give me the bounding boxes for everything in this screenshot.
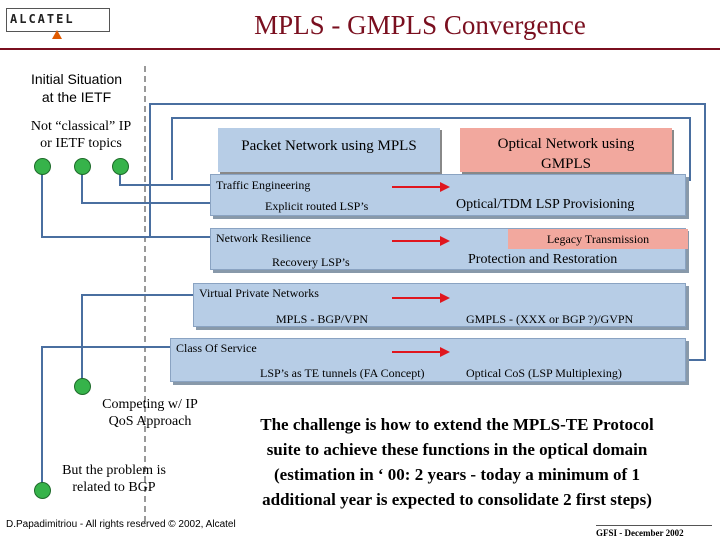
title-divider [0,48,720,50]
recovery-lsp-label: Recovery LSP’s [272,255,350,269]
gmpls-gvpn-label: GMPLS - (XXX or BGP ?)/GVPN [466,312,634,326]
competing-line-1: Competing w/ IP [102,397,198,412]
event-footer: GFSI - December 2002 [596,528,684,538]
challenge-line-3: (estimation in ‘ 00: 2 years - today a m… [274,465,640,484]
arrow-shaft-3 [392,297,442,299]
node-line-2 [81,168,210,204]
challenge-line-1: The challenge is how to extend the MPLS-… [260,415,654,434]
class-of-service-heading: Class Of Service [176,341,257,355]
arrow-shaft-4 [392,351,442,353]
node-circle-icon [74,158,91,175]
bgp-problem-label: But the problem is related to BGP [44,462,184,496]
node-line-4 [81,294,193,380]
lsp-te-tunnels-label: LSP’s as TE tunnels (FA Concept) [260,366,425,380]
arrow-right-icon [440,236,450,246]
initial-situation-label: Initial Situation at the IETF [14,70,139,106]
node-circle-icon [112,158,129,175]
arrow-right-icon [440,293,450,303]
legacy-transmission-box: Legacy Transmission [508,229,688,249]
node-line-3 [119,168,210,186]
protection-restoration-label: Protection and Restoration [468,252,618,267]
competing-qos-label: Competing w/ IP QoS Approach [84,396,216,430]
arrow-right-icon [440,347,450,357]
optical-lsp-provisioning-label: Optical/TDM LSP Provisioning [456,197,635,212]
packet-network-label: Packet Network using MPLS [241,138,417,154]
vpn-heading: Virtual Private Networks [199,286,319,300]
initial-line-1: Initial Situation [30,71,123,87]
arrow-right-icon [440,182,450,192]
not-classical-line-2: or IETF topics [40,136,122,151]
page-title: MPLS - GMPLS Convergence [254,10,586,40]
not-classical-line-1: Not “classical” IP [30,119,132,134]
node-circle-icon [34,158,51,175]
arrow-shaft-2 [392,240,442,242]
node-circle-icon [74,378,91,395]
band-vpn [193,283,686,327]
band-traffic-engineering [210,174,686,216]
optical-cos-label: Optical CoS (LSP Multiplexing) [466,366,622,380]
logo-triangle-icon [52,30,62,39]
node-circle-icon [34,482,51,499]
band-cos [170,338,686,382]
network-resilience-heading: Network Resilience [216,231,311,245]
arrow-shaft-1 [392,186,442,188]
optical-network-header: Optical Network using GMPLS [460,128,672,172]
competing-line-2: QoS Approach [108,414,192,429]
footer-divider [596,525,712,526]
packet-network-header: Packet Network using MPLS [218,128,440,172]
challenge-line-2: suite to achieve these functions in the … [266,440,648,459]
optical-line-1: Optical Network using [497,136,635,152]
node-line-1 [41,168,210,238]
traffic-engineering-heading: Traffic Engineering [216,178,311,192]
challenge-line-4: additional year is expected to consolida… [262,490,652,509]
loop-line-2 [149,103,706,361]
problem-line-1: But the problem is [62,463,166,478]
node-line-5 [41,346,170,488]
initial-line-2: at the IETF [41,89,112,105]
problem-line-2: related to BGP [72,480,156,495]
challenge-statement: The challenge is how to extend the MPLS-… [232,412,682,512]
optical-line-2: GMPLS [540,156,592,172]
copyright-footer: D.Papadimitriou - All rights reserved © … [6,519,236,530]
mpls-bgp-vpn-label: MPLS - BGP/VPN [276,312,369,326]
alcatel-logo: ALCATEL [10,12,75,26]
not-classical-label: Not “classical” IP or IETF topics [16,118,146,152]
explicit-routed-lsp-label: Explicit routed LSP’s [265,199,369,213]
loop-line-1 [171,117,691,181]
